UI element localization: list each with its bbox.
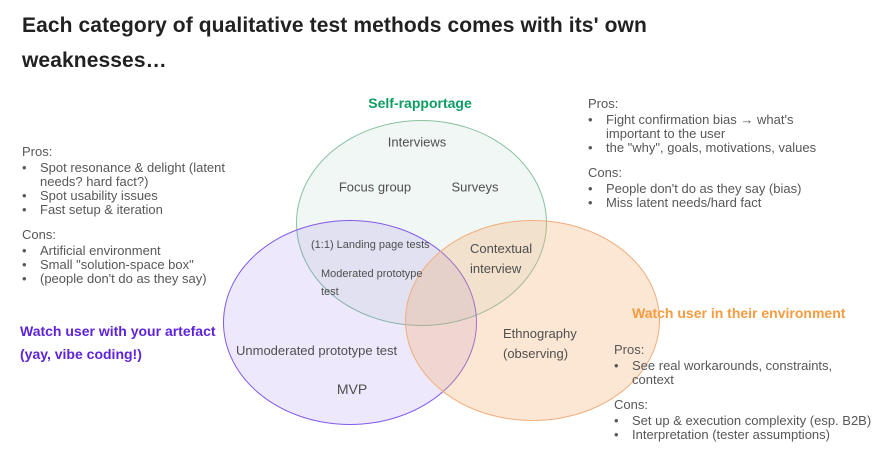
list-item: • Fast setup & iteration	[22, 202, 163, 218]
venn-item-interviews: Interviews	[387, 134, 447, 150]
page-title-line1: Each category of qualitative test method…	[22, 14, 647, 37]
self-rapportage-cons-heading: Cons:	[588, 165, 622, 181]
bullet-icon: •	[588, 195, 593, 211]
label-artefact-line2: (yay, vibe coding!)	[20, 346, 142, 362]
venn-item-moderated-prototype-test: Moderated prototype test	[321, 268, 423, 299]
venn-item-unmoderated-prototype-test: Unmoderated prototype test	[236, 343, 398, 358]
bullet-icon: •	[614, 358, 619, 374]
list-item: • the "why", goals, motivations, values	[588, 140, 817, 156]
bullet-icon: •	[588, 181, 593, 197]
list-item: • Small "solution-space box"	[22, 257, 194, 273]
self-rapportage-pros-cons-block: Pros: • Fight confirmation bias → what's…	[588, 96, 878, 211]
self-rapportage-pros-heading: Pros:	[588, 96, 619, 111]
venn-item-landing-page-tests: (1:1) Landing page tests	[311, 239, 430, 251]
artefact-pros-heading: Pros:	[22, 144, 53, 159]
artefact-pros-cons-block: Pros: • Spot resonance & delight (latent…	[22, 144, 246, 287]
environment-cons-heading: Cons:	[614, 397, 648, 413]
venn-item-mvp: MVP	[336, 381, 368, 397]
list-item: • Fight confirmation bias → what's impor…	[588, 112, 794, 142]
bullet-icon: •	[614, 413, 619, 429]
bullet-icon: •	[22, 188, 27, 204]
label-self-rapportage: Self-rapportage	[368, 95, 472, 111]
list-item: • Interpretation (tester assumptions)	[614, 427, 830, 443]
list-item: • Artificial environment	[22, 243, 161, 259]
venn-item-focus-group: Focus group	[338, 179, 412, 195]
list-item: • People don't do as they say (bias)	[588, 181, 802, 197]
list-item: • See real workarounds, constraints, con…	[614, 358, 833, 388]
page-title-line2: weaknesses…	[22, 49, 167, 72]
bullet-icon: •	[588, 140, 593, 156]
label-artefact: Watch user with your artefact (yay, vibe…	[20, 320, 216, 366]
bullet-icon: •	[22, 160, 27, 176]
bullet-icon: •	[22, 243, 27, 259]
bullet-icon: •	[614, 427, 619, 443]
artefact-cons-heading: Cons:	[22, 227, 56, 243]
venn-item-surveys: Surveys	[451, 179, 499, 195]
bullet-icon: •	[22, 271, 27, 287]
bullet-icon: •	[22, 202, 27, 218]
environment-pros-cons-block: Pros: • See real workarounds, constraint…	[614, 342, 894, 443]
environment-pros-heading: Pros:	[614, 342, 645, 357]
list-item: • Spot usability issues	[22, 188, 158, 204]
venn-circle-environment	[405, 220, 660, 421]
bullet-icon: •	[22, 257, 27, 273]
list-item: • Set up & execution complexity (esp. B2…	[614, 413, 872, 429]
list-item: • Spot resonance & delight (latent needs…	[22, 160, 226, 190]
label-artefact-line1: Watch user with your artefact	[20, 323, 216, 339]
bullet-icon: •	[588, 112, 593, 128]
list-item: • (people don't do as they say)	[22, 271, 207, 287]
venn-item-ethnography: Ethnography (observing)	[503, 326, 577, 361]
list-item: • Miss latent needs/hard fact	[588, 195, 762, 211]
page-title: Each category of qualitative test method…	[22, 8, 647, 78]
venn-item-contextual-interview: Contextual interview	[470, 241, 533, 277]
label-environment: Watch user in their environment	[632, 305, 846, 321]
